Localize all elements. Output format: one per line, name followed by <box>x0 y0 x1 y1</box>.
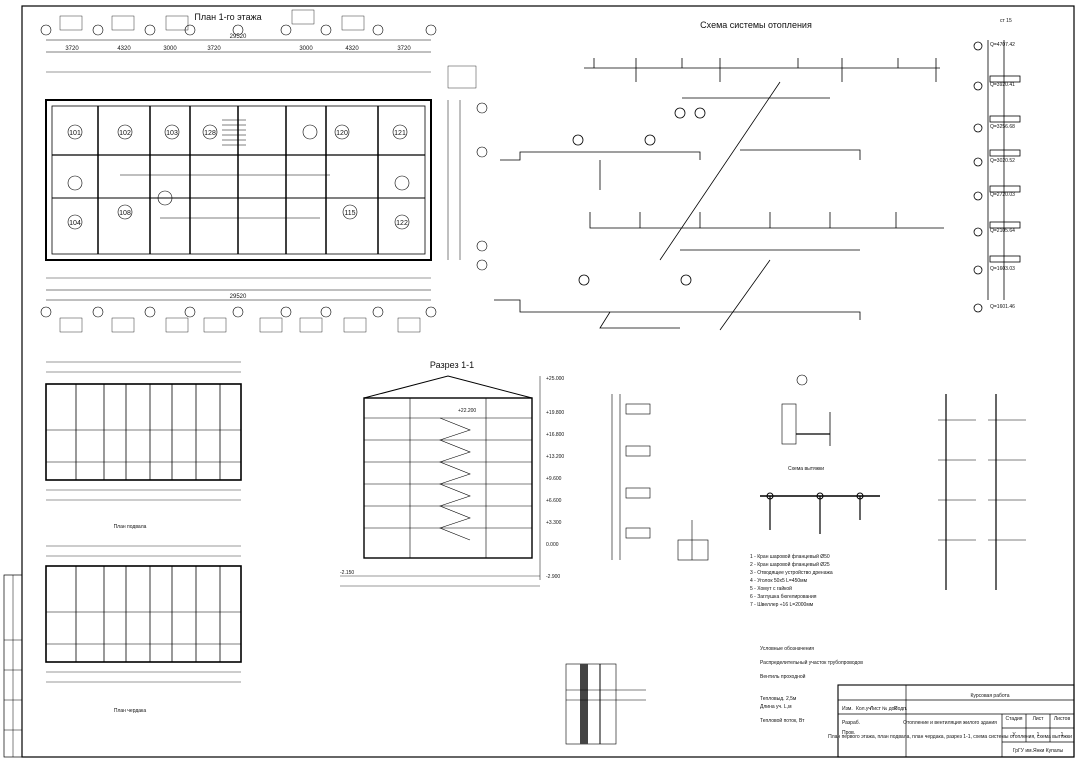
svg-text:Длина уч. L,м: Длина уч. L,м <box>760 704 792 710</box>
svg-text:Q=3920.41: Q=3920.41 <box>990 82 1015 88</box>
pipe-pass-detail <box>565 663 646 745</box>
svg-text:Лист: Лист <box>1033 716 1045 722</box>
svg-text:+6.600: +6.600 <box>546 498 562 504</box>
svg-text:0.000: 0.000 <box>546 542 559 548</box>
svg-text:У: У <box>1012 732 1016 738</box>
svg-text:Q=2720.03: Q=2720.03 <box>990 192 1015 198</box>
svg-text:121: 121 <box>394 130 406 137</box>
svg-text:103: 103 <box>166 130 178 137</box>
svg-text:+19.800: +19.800 <box>546 410 564 416</box>
svg-text:Кол.уч: Кол.уч <box>856 706 871 712</box>
air-scheme <box>760 374 880 534</box>
svg-text:Курсовая работа: Курсовая работа <box>970 693 1009 699</box>
svg-text:ст 15: ст 15 <box>1000 18 1012 24</box>
svg-text:4320: 4320 <box>117 46 131 52</box>
svg-text:104: 104 <box>69 220 81 227</box>
svg-text:-2.150: -2.150 <box>340 570 354 576</box>
svg-text:+13.200: +13.200 <box>546 454 564 460</box>
svg-text:3000: 3000 <box>163 46 177 52</box>
svg-text:Q=3020.52: Q=3020.52 <box>990 158 1015 164</box>
svg-text:3000: 3000 <box>299 46 313 52</box>
svg-text:Тепловой поток, Вт: Тепловой поток, Вт <box>760 717 805 724</box>
svg-text:29520: 29520 <box>230 294 247 300</box>
svg-text:ГрГУ им.Янки Купалы: ГрГУ им.Янки Купалы <box>1013 748 1064 754</box>
svg-text:Листов: Листов <box>1054 716 1071 722</box>
svg-text:108: 108 <box>119 210 131 217</box>
svg-text:Разрез 1-1: Разрез 1-1 <box>430 360 474 370</box>
svg-text:120: 120 <box>336 130 348 137</box>
svg-text:2 - Кран шаровой фланцевый Ø25: 2 - Кран шаровой фланцевый Ø25 <box>750 561 830 568</box>
plan-basement <box>45 361 242 501</box>
title-block <box>837 684 1075 758</box>
svg-text:Стадия: Стадия <box>1005 716 1022 722</box>
svg-text:Лист: Лист <box>870 706 882 712</box>
svg-text:Пров.: Пров. <box>842 730 855 736</box>
svg-text:Вентиль проходной: Вентиль проходной <box>760 673 806 680</box>
svg-text:+9.600: +9.600 <box>546 476 562 482</box>
plan-floor1: 101 102 103 104 108 115 120 121 122 128 … <box>40 12 488 318</box>
svg-text:№ док: № док <box>882 706 897 712</box>
svg-text:Распределительный участок труб: Распределительный участок трубопроводов <box>760 659 863 666</box>
svg-text:Подп.: Подп. <box>894 706 907 712</box>
svg-text:Q=1601.46: Q=1601.46 <box>990 304 1015 310</box>
svg-text:5 - Хомут с гайкой: 5 - Хомут с гайкой <box>750 585 792 592</box>
conventions: Условные обозначения Распределительный у… <box>760 646 863 724</box>
svg-text:Q=2105.64: Q=2105.64 <box>990 228 1015 234</box>
heating-scheme: Схема системы отопления <box>494 20 944 331</box>
svg-text:Отопление и вентиляция жилого: Отопление и вентиляция жилого здания <box>903 720 997 726</box>
plan-attic <box>45 545 242 683</box>
svg-text:101: 101 <box>69 130 81 137</box>
svg-text:+3.300: +3.300 <box>546 520 562 526</box>
svg-text:122: 122 <box>396 220 408 227</box>
svg-text:План подвала: План подвала <box>114 524 147 530</box>
svg-text:3720: 3720 <box>397 46 411 52</box>
svg-text:102: 102 <box>119 130 131 137</box>
radiator-details <box>611 394 709 561</box>
svg-text:6 - Заглушка бюгелирования: 6 - Заглушка бюгелирования <box>750 594 817 600</box>
svg-text:4 - Уголок 50x5 L=450мм: 4 - Уголок 50x5 L=450мм <box>750 578 808 584</box>
svg-text:План первого этажа, план подва: План первого этажа, план подвала, план ч… <box>828 734 1072 740</box>
svg-text:4320: 4320 <box>345 46 359 52</box>
svg-text:128: 128 <box>204 130 216 137</box>
section-1-1: Разрез 1-1 <box>340 360 541 587</box>
riser-st15: ст 15 <box>973 18 1021 313</box>
svg-text:+16.800: +16.800 <box>546 432 564 438</box>
svg-text:-2.900: -2.900 <box>546 574 560 580</box>
svg-text:+22.200: +22.200 <box>458 408 476 414</box>
svg-text:Q=4707.42: Q=4707.42 <box>990 42 1015 48</box>
svg-text:Разраб.: Разраб. <box>842 720 860 726</box>
plan-tags <box>59 9 477 333</box>
svg-text:1 - Кран шаровой фланцевый Ø50: 1 - Кран шаровой фланцевый Ø50 <box>750 553 830 560</box>
risers-right <box>938 394 1026 590</box>
sheet-frame <box>21 5 1075 758</box>
svg-text:7 - Швеллер ÷16 L=2000мм: 7 - Швеллер ÷16 L=2000мм <box>750 602 814 608</box>
svg-text:1: 1 <box>1061 732 1064 738</box>
svg-text:3 - Отводящее устройство дрена: 3 - Отводящее устройство дренажа <box>750 569 833 576</box>
svg-text:Условные обозначения: Условные обозначения <box>760 646 814 652</box>
svg-text:Q=1603.03: Q=1603.03 <box>990 266 1015 272</box>
air-legend: 1 - Кран шаровой фланцевый Ø50 2 - Кран … <box>750 553 833 608</box>
svg-text:3720: 3720 <box>207 46 221 52</box>
svg-text:Схема системы отопления: Схема системы отопления <box>700 20 812 30</box>
svg-text:3720: 3720 <box>65 46 79 52</box>
svg-text:+25.000: +25.000 <box>546 376 564 382</box>
plan-floor1-title: План 1-го этажа <box>194 12 261 22</box>
svg-text:Тепловыд. 2,5м: Тепловыд. 2,5м <box>760 696 797 702</box>
svg-text:1: 1 <box>1037 732 1040 738</box>
svg-text:План чердака: План чердака <box>114 708 146 714</box>
svg-text:Q=3256.68: Q=3256.68 <box>990 124 1015 130</box>
svg-text:Схема вытяжки: Схема вытяжки <box>788 466 824 472</box>
svg-text:29520: 29520 <box>230 34 247 40</box>
svg-text:115: 115 <box>344 210 355 217</box>
svg-text:Изм.: Изм. <box>842 706 853 712</box>
